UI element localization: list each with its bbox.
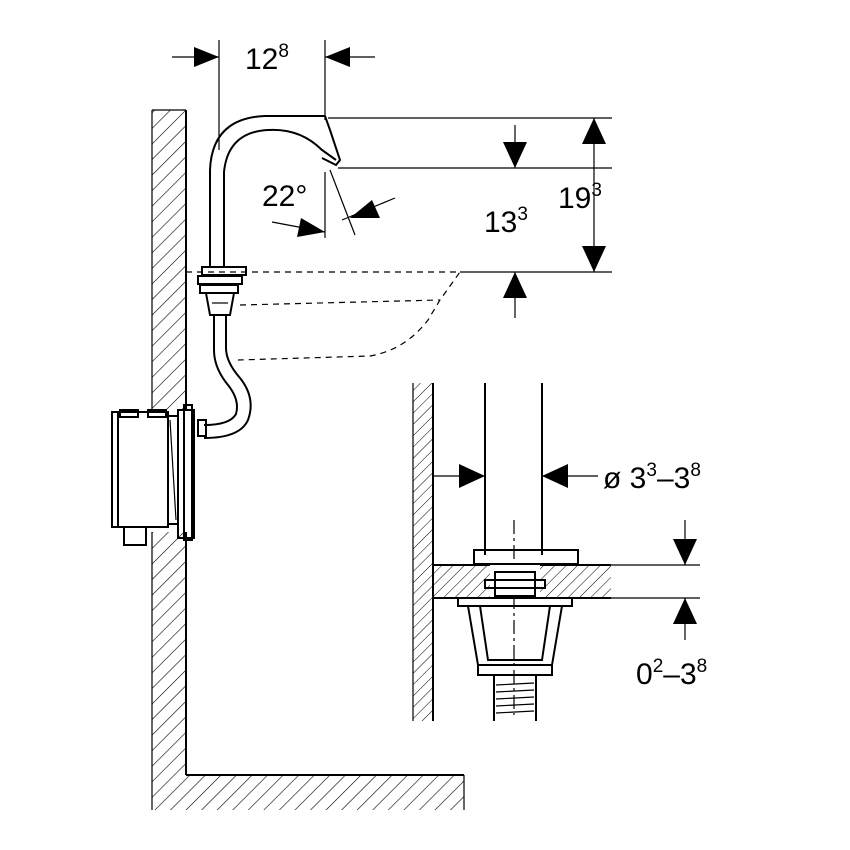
detail-fixing-nut <box>457 571 573 721</box>
dimension-total-height <box>328 117 612 273</box>
washbasin-outline <box>186 271 462 361</box>
dimension-outlet-height <box>338 125 612 318</box>
dimension-label-spout-reach: 128 <box>245 41 289 76</box>
dimension-label-deck-thickness: 02–38 <box>636 656 707 691</box>
dimension-label-spout-angle: 22° <box>262 180 307 213</box>
control-box <box>110 404 207 546</box>
dimension-spout-reach <box>172 40 375 150</box>
flexible-hose <box>203 316 252 439</box>
detail-deck <box>433 564 611 599</box>
dimension-label-outlet-height: 133 <box>484 204 528 239</box>
tap-mounting-fitting <box>199 284 239 316</box>
dimension-label-total-height: 193 <box>558 180 602 215</box>
detail-wall <box>412 383 434 721</box>
dimension-label-hole-diameter: ø 33–38 <box>603 460 701 495</box>
floor <box>186 774 465 810</box>
dimension-hole-diameter <box>433 464 598 488</box>
dimension-deck-thickness <box>611 520 700 640</box>
tap-spout <box>197 115 342 285</box>
detail-tap-body <box>473 383 579 715</box>
dimension-spout-angle <box>271 169 396 238</box>
